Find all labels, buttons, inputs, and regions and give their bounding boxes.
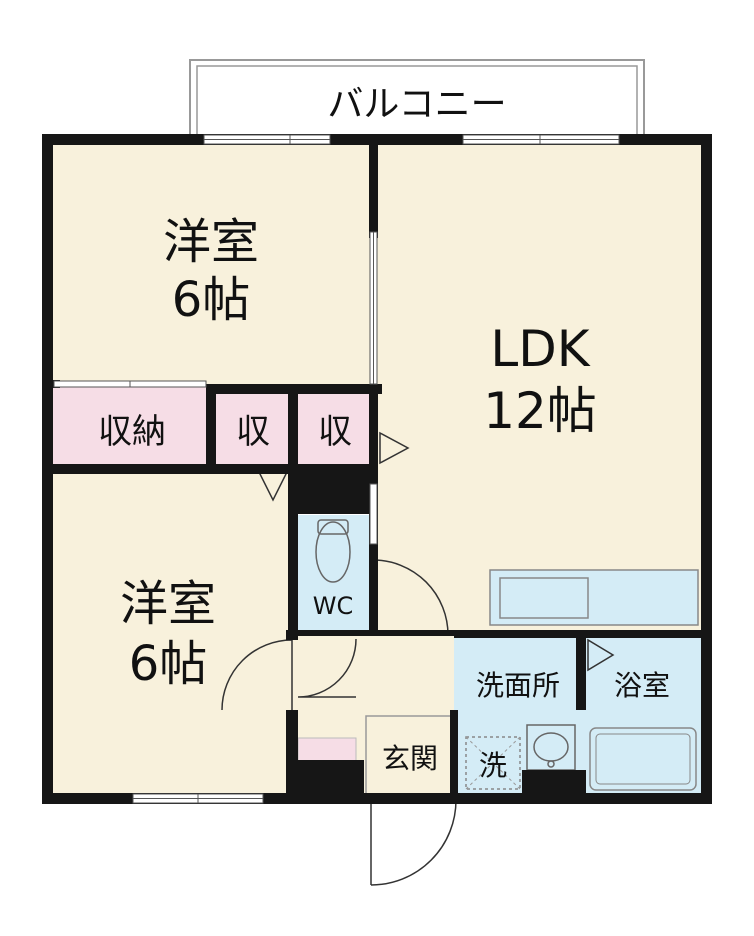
ldk-area [373, 142, 704, 635]
western-room-door [221, 639, 293, 711]
closet-b-area [292, 394, 373, 464]
toilet [315, 519, 351, 583]
room-fills [50, 142, 704, 801]
washer-label: 洗 [479, 749, 507, 782]
closet-large-label: 収納 [98, 412, 166, 452]
western-room-bottom-label: 洋室 [120, 576, 216, 632]
closet-a-area [214, 394, 292, 464]
bathroom-area [582, 635, 704, 800]
wc-area [292, 515, 373, 635]
bath-triangle [587, 638, 615, 672]
closet-triangle-b [379, 431, 410, 465]
balcony-label: バルコニー [327, 84, 506, 125]
genkan-floor [365, 715, 455, 801]
western-room-bottom-size: 6帖 [129, 636, 208, 692]
windows [53, 134, 620, 804]
ldk-size: 12帖 [483, 382, 597, 440]
wc-label: WC [313, 592, 354, 620]
closet-large-area [50, 384, 214, 464]
closet-b-label: 収 [318, 412, 352, 452]
western-room-top-size: 6帖 [172, 272, 251, 328]
western-room-bottom-area [50, 470, 292, 800]
bathroom-label: 浴室 [614, 669, 670, 702]
wc-window [369, 483, 378, 545]
washer-space [465, 736, 521, 790]
washroom-label: 洗面所 [476, 669, 560, 702]
ldk-label: LDK [490, 320, 590, 378]
labels: バルコニー 洋室 6帖 LDK 12帖 収納 収 収 WC 洋室 6帖 洗面所 … [98, 84, 670, 782]
hall-door [297, 638, 357, 698]
bathtub [589, 727, 697, 791]
entrance-door [370, 799, 457, 886]
western-room-top-label: 洋室 [163, 214, 259, 270]
western-room-top-area [50, 142, 373, 384]
closet-a-label: 収 [236, 412, 270, 452]
fixtures [315, 519, 699, 791]
balcony [189, 59, 645, 143]
kitchen-counter [489, 569, 699, 626]
entrance-label: 玄関 [382, 742, 438, 775]
